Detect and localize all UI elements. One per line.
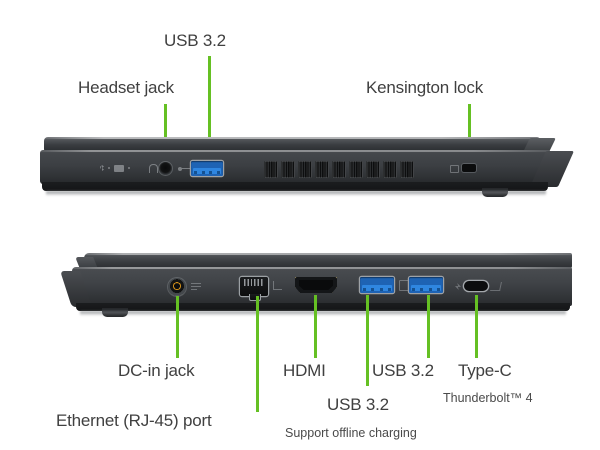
label-usb32-bottom-2: USB 3.2 (372, 361, 434, 380)
led-dot-icon (128, 167, 130, 169)
label-usb32-bottom-1: USB 3.2 (327, 395, 389, 414)
leader-line-usb32-b (427, 295, 430, 358)
headphone-jack-icon (149, 164, 158, 173)
label-dc-in-jack: DC-in jack (118, 361, 195, 380)
dc-in-jack-port[interactable] (168, 278, 186, 296)
ethernet-rj45-port[interactable] (240, 277, 268, 301)
note-thunderbolt: Thunderbolt™ 4 (443, 391, 533, 405)
leader-line-hdmi (314, 295, 317, 358)
usb-tongue (362, 284, 392, 291)
rj45-tab (249, 294, 261, 301)
leader-line-usb32-a (366, 295, 369, 386)
hdmi-inner (299, 280, 333, 290)
label-kensington-lock: Kensington lock (366, 78, 484, 97)
usb-pins (412, 288, 440, 291)
usb-c-port-icon (490, 282, 502, 291)
label-headset-jack: Headset jack (78, 78, 174, 97)
kensington-lock-slot[interactable] (462, 164, 476, 172)
rj45-pins (244, 279, 264, 286)
lock-slot-icon (450, 165, 459, 173)
note-offline-charging: Support offline charging (285, 426, 417, 440)
usb-a-port-bottom-1[interactable] (360, 277, 394, 293)
label-usb32-top: USB 3.2 (164, 31, 226, 50)
usb-tongue (193, 168, 221, 174)
usb-a-port-top[interactable] (191, 161, 223, 176)
laptop-underside (42, 182, 548, 191)
usb-a-port-icon (178, 166, 190, 171)
rj45-port-icon (273, 281, 282, 290)
leader-line-headset-jack (164, 104, 167, 168)
laptop-lid-edge (84, 253, 572, 268)
usb-a-port-bottom-2[interactable] (409, 277, 443, 293)
usb-pins (363, 288, 391, 291)
label-type-c: Type-C (458, 361, 512, 380)
thunderbolt-icon (455, 283, 461, 290)
laptop-lid-edge (44, 137, 540, 151)
usb-tongue (411, 284, 441, 291)
laptop-underside (76, 303, 570, 311)
laptop-drop-shadow (46, 191, 546, 196)
dc-power-jack-icon (191, 283, 201, 290)
usb-c-thunderbolt-port[interactable] (464, 281, 488, 291)
label-hdmi: HDMI (283, 361, 326, 380)
laptop-drop-shadow (80, 311, 566, 316)
headset-jack-port[interactable] (159, 162, 172, 175)
hdmi-port[interactable] (295, 277, 337, 293)
battery-icon (114, 164, 124, 172)
bluetooth-icon (100, 165, 104, 171)
exhaust-vent-grille (264, 160, 414, 178)
leader-line-usb32-top (208, 56, 211, 166)
led-dot-icon (108, 167, 110, 169)
leader-line-type-c (475, 295, 478, 358)
leader-line-ethernet (256, 296, 259, 412)
usb-pins (194, 171, 220, 174)
label-ethernet-port: Ethernet (RJ-45) port (56, 411, 212, 430)
leader-line-dc-in (176, 296, 179, 358)
leader-line-kensington (468, 104, 471, 168)
status-led-indicator-icons (100, 164, 146, 172)
